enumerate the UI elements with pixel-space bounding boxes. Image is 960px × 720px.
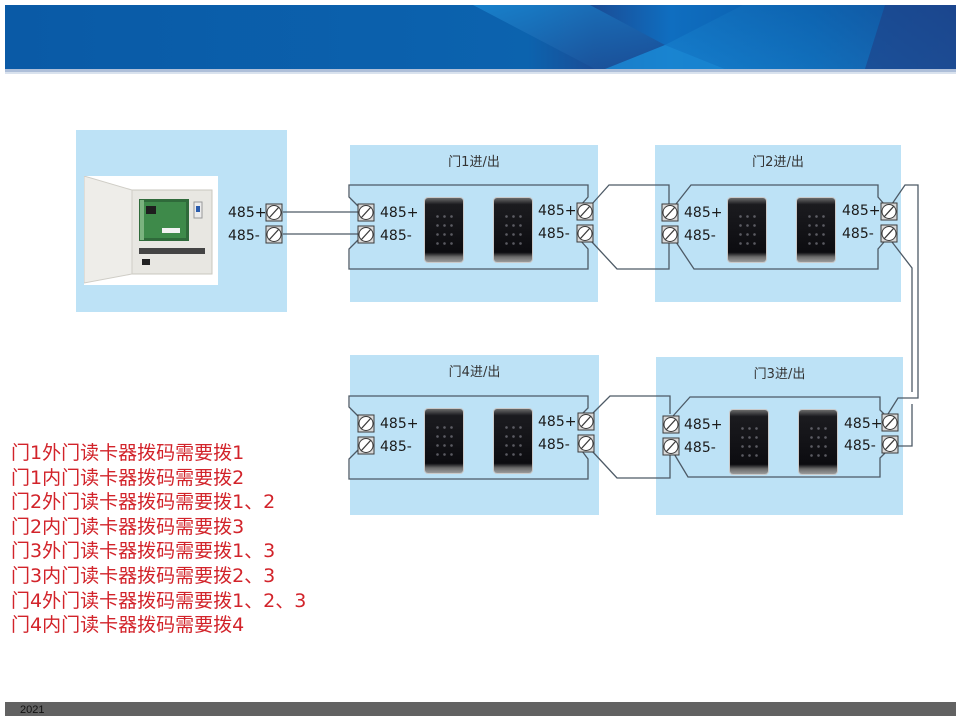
door2-outer-card-reader	[728, 198, 766, 262]
door4-title: 门4进/出	[448, 365, 501, 380]
door4-left-terminal-485-plus	[357, 414, 375, 433]
wire-door2-door3-485-minus	[891, 241, 913, 447]
door2-bus-bottom	[675, 241, 885, 270]
door1-right-terminal-485-minus	[576, 224, 594, 243]
wire-door4-door3-485-plus	[591, 395, 671, 415]
door1-panel: 门1进/出	[350, 145, 598, 302]
door1-outer-card-reader	[425, 198, 463, 262]
door3-left-label-485-minus: 485-	[684, 440, 716, 456]
wire-door4-door3-485-minus	[591, 450, 671, 479]
door4-left-label-485-plus: 485+	[380, 416, 419, 432]
note-line: 门3外门读卡器拨码需要拨1、3	[11, 540, 276, 563]
door1-right-terminal-485-plus	[576, 202, 594, 221]
door4-outer-card-reader	[425, 409, 463, 473]
dip-switch-notes: 门1外门读卡器拨码需要拨1 门1内门读卡器拨码需要拨2 门2外门读卡器拨码需要拨…	[11, 441, 306, 638]
door4-inner-card-reader	[494, 409, 532, 473]
wire-door1-door2-485-plus	[591, 184, 670, 205]
door3-panel: 门3进/出	[656, 357, 903, 515]
door2-right-label-485-minus: 485-	[842, 226, 874, 242]
door1-right-label-485-minus: 485-	[538, 226, 570, 242]
note-line: 门1内门读卡器拨码需要拨2	[11, 466, 245, 489]
door3-outer-card-reader	[730, 410, 768, 474]
wire-door2-door3-485-plus	[887, 184, 919, 415]
door2-right-terminal-485-plus	[880, 202, 898, 221]
controller-terminal-485-plus	[265, 203, 283, 222]
door2-right-terminal-485-minus	[880, 224, 898, 243]
door1-left-terminal-485-minus	[357, 225, 375, 244]
door1-title: 门1进/出	[448, 155, 500, 170]
door4-right-terminal-485-minus	[577, 434, 595, 453]
door2-panel: 门2进/出	[655, 145, 901, 302]
door1-inner-card-reader	[494, 198, 532, 262]
footer-bar	[5, 702, 956, 716]
header-underline-light	[5, 72, 956, 74]
note-line: 门2内门读卡器拨码需要拨3	[11, 515, 245, 538]
door1-bus-bottom	[348, 239, 589, 270]
header-banner-graphic	[5, 5, 956, 69]
door1-left-label-485-minus: 485-	[380, 228, 412, 244]
door4-right-terminal-485-plus	[577, 412, 595, 431]
door3-right-terminal-485-plus	[881, 413, 899, 432]
controller-terminal-485-minus	[265, 225, 283, 244]
door1-bus-top	[348, 184, 589, 207]
note-line: 门1外门读卡器拨码需要拨1	[11, 442, 245, 464]
door4-bus-top	[348, 395, 589, 417]
door3-right-label-485-plus: 485+	[844, 416, 883, 432]
door3-left-terminal-485-minus	[662, 437, 680, 456]
door2-left-label-485-minus: 485-	[684, 228, 716, 244]
door3-right-label-485-minus: 485-	[844, 438, 876, 454]
door3-title: 门3进/出	[753, 367, 806, 382]
door4-panel: 门4进/出	[350, 355, 599, 515]
door2-left-terminal-485-minus	[661, 225, 679, 244]
door1-right-label-485-plus: 485+	[538, 203, 577, 219]
door4-left-terminal-485-minus	[357, 436, 375, 455]
door4-bus-bottom	[348, 449, 589, 480]
door3-left-terminal-485-plus	[662, 415, 680, 434]
door4-right-label-485-minus: 485-	[538, 437, 570, 453]
door3-left-label-485-plus: 485+	[684, 417, 723, 433]
note-line: 门3内门读卡器拨码需要拨2、3	[11, 564, 276, 587]
door3-inner-card-reader	[799, 410, 837, 474]
note-line: 门2外门读卡器拨码需要拨1、2	[11, 491, 276, 514]
controller-label-485-plus: 485+	[228, 205, 267, 221]
wire-door1-door2-485-minus	[591, 241, 670, 270]
door1-left-terminal-485-plus	[357, 203, 375, 222]
door2-left-label-485-plus: 485+	[684, 205, 723, 221]
door2-left-terminal-485-plus	[661, 203, 679, 222]
door3-bus-bottom	[672, 451, 887, 478]
header-underline	[5, 69, 956, 72]
door4-left-label-485-minus: 485-	[380, 439, 412, 455]
door1-left-label-485-plus: 485+	[380, 205, 419, 221]
door2-bus-top	[675, 184, 885, 205]
door4-right-label-485-plus: 485+	[538, 414, 577, 430]
access-controller-image	[83, 175, 218, 285]
door2-inner-card-reader	[797, 198, 835, 262]
note-line: 门4外门读卡器拨码需要拨1、2、3	[11, 589, 307, 612]
door3-bus-top	[672, 396, 887, 417]
note-line: 门4内门读卡器拨码需要拨4	[11, 614, 245, 637]
door2-right-label-485-plus: 485+	[842, 203, 881, 219]
controller-label-485-minus: 485-	[228, 228, 260, 244]
door2-title: 门2进/出	[752, 155, 804, 170]
door3-right-terminal-485-minus	[881, 435, 899, 454]
footer-year: 2021	[20, 704, 45, 716]
